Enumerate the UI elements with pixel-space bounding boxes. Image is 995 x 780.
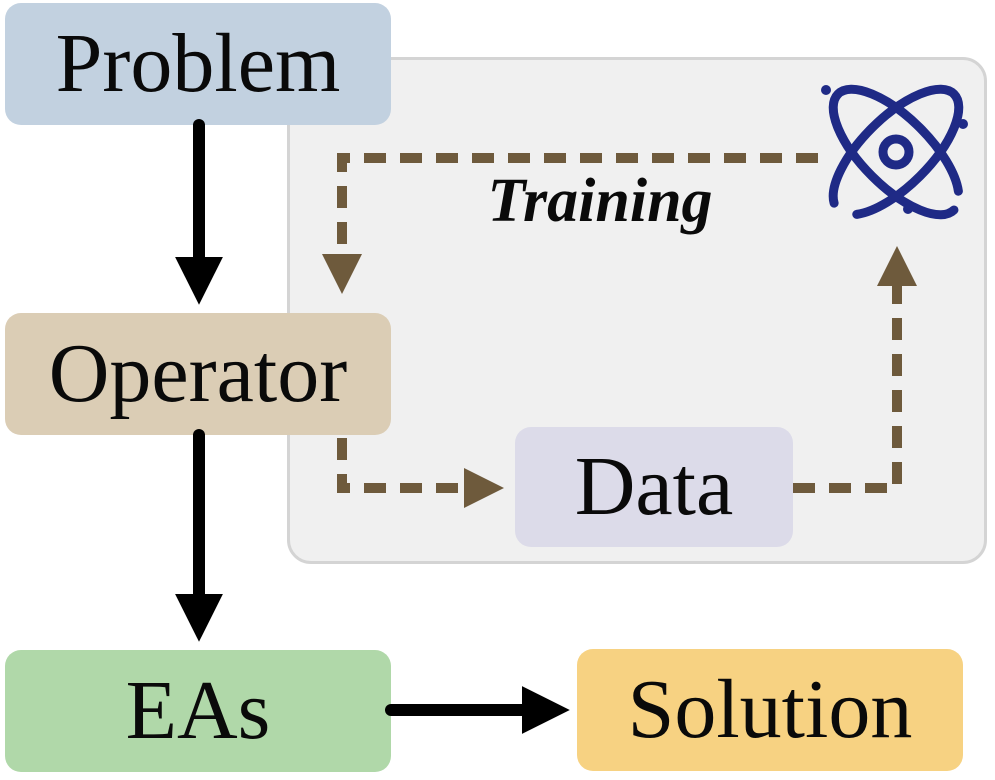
solution-node: Solution <box>577 649 963 771</box>
problem-label: Problem <box>55 17 341 110</box>
operator-node: Operator <box>5 313 391 435</box>
solution-label: Solution <box>627 663 913 756</box>
problem-node: Problem <box>5 3 391 125</box>
dashed-arrow-model-to-operator <box>322 153 818 295</box>
training-label: Training <box>487 167 713 235</box>
atom-icon <box>821 84 968 220</box>
operator-label: Operator <box>48 327 348 420</box>
eas-label: EAs <box>125 664 271 757</box>
data-node: Data <box>515 427 793 547</box>
eas-node: EAs <box>5 650 391 772</box>
dashed-arrow-operator-to-data <box>337 438 505 508</box>
data-label: Data <box>574 440 734 533</box>
dashed-arrow-data-to-model <box>793 245 917 493</box>
